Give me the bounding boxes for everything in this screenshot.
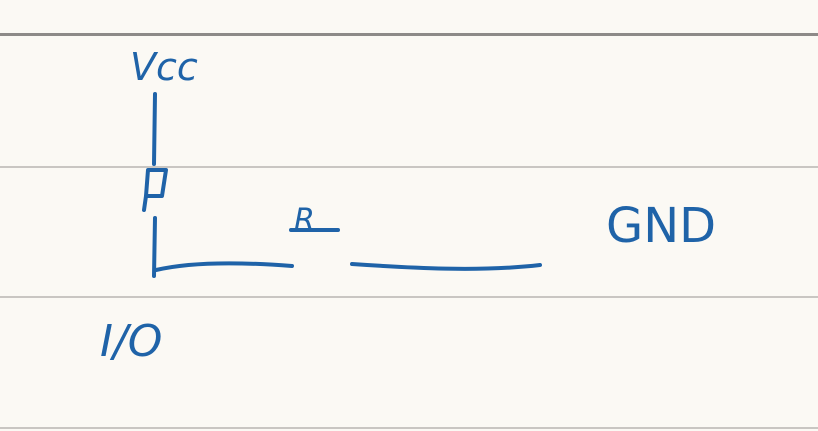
gnd-label: GND — [606, 198, 716, 254]
switch-lead — [142, 194, 148, 212]
ruled-line — [0, 296, 818, 298]
wire-to-gnd — [350, 262, 542, 271]
vcc-label: Vcc — [130, 45, 198, 89]
io-label: I/O — [100, 316, 162, 367]
ruled-line — [0, 166, 818, 168]
ruled-line — [0, 33, 818, 36]
vcc-wire — [152, 92, 157, 166]
resistor-label: R — [294, 203, 315, 238]
io-wire — [152, 216, 157, 278]
switch-symbol — [144, 168, 168, 198]
ruled-line — [0, 427, 818, 429]
wire-to-resistor — [154, 261, 294, 272]
